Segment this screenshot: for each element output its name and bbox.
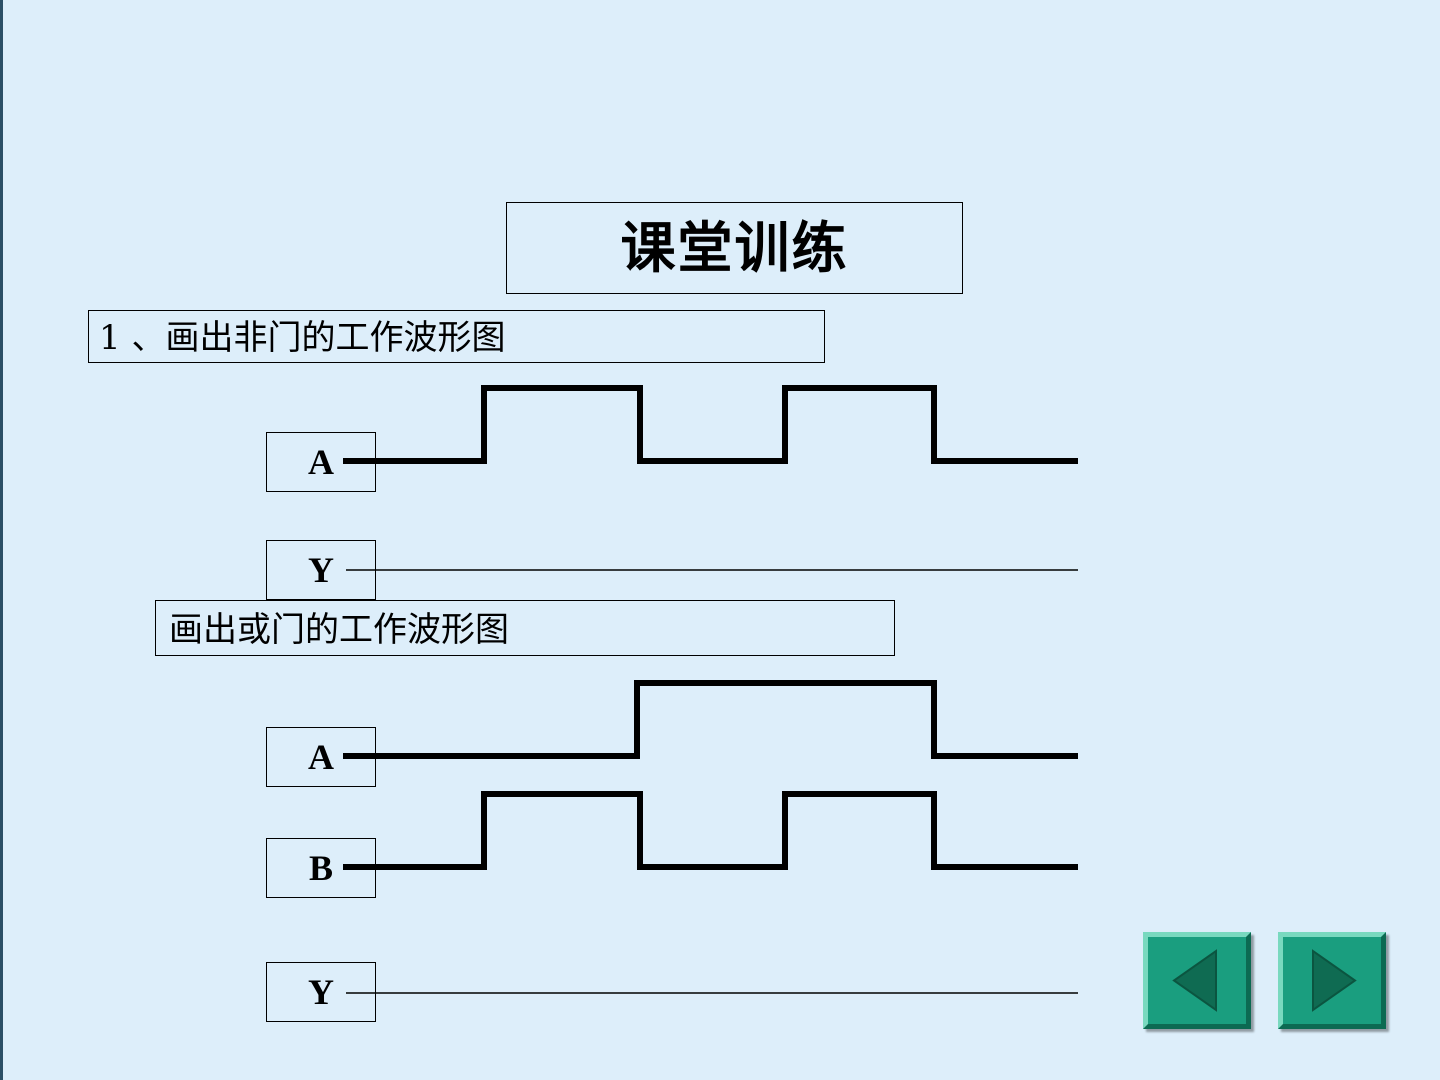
- waveform-section1-y: [346, 569, 1078, 571]
- page-title: 课堂训练: [620, 216, 849, 280]
- waveform-section2-y: [346, 992, 1078, 994]
- waveform-section2-a: [343, 680, 1078, 759]
- title-box: [506, 202, 963, 294]
- task2-box: [155, 600, 895, 656]
- next-slide-button[interactable]: [1278, 932, 1386, 1029]
- prev-slide-button[interactable]: [1143, 932, 1251, 1029]
- signal-label-y2: Y: [266, 962, 376, 1022]
- task1-text: 1 、画出非门的工作波形图: [99, 318, 506, 358]
- waveform-section1-a: [343, 385, 1078, 464]
- waveform-section2-b: [343, 791, 1078, 870]
- signal-label-y1: Y: [266, 540, 376, 600]
- triangle-right-icon: [1312, 949, 1357, 1012]
- task2-text: 画出或门的工作波形图: [169, 610, 509, 650]
- task1-box: [88, 310, 825, 363]
- triangle-left-icon: [1172, 949, 1217, 1012]
